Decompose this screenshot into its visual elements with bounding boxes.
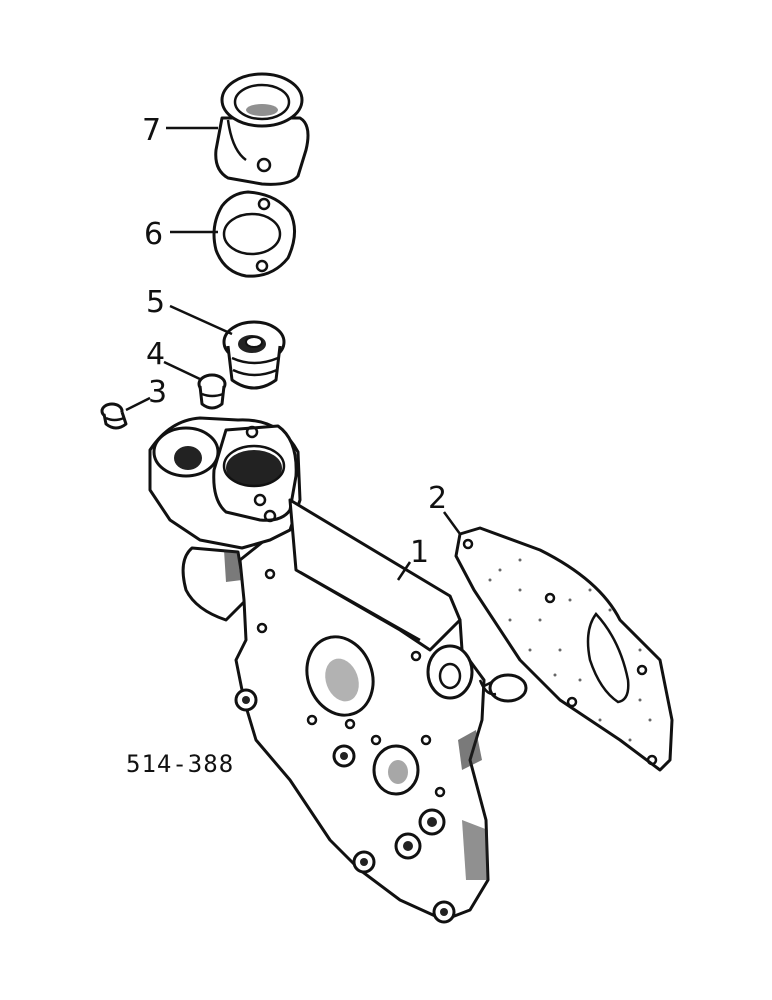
callout-4: 4: [146, 337, 165, 372]
part-3-small-plug: [100, 402, 128, 430]
leader-2: [442, 511, 462, 535]
callout-5: 5: [146, 285, 165, 320]
part-4-plug: [197, 373, 227, 410]
part-1-front-cover: [148, 416, 528, 924]
leader-5: [169, 304, 233, 336]
part-2-gasket-plate: [454, 526, 674, 772]
callout-2: 2: [428, 481, 447, 516]
callout-6: 6: [144, 217, 163, 252]
callout-7: 7: [142, 113, 161, 148]
part-6-gasket: [212, 190, 296, 278]
callout-1: 1: [410, 535, 429, 570]
figure-code: 514-388: [126, 750, 234, 778]
part-5-thermostat: [222, 320, 286, 390]
part-7-outlet-housing: [214, 72, 310, 186]
leader-4: [163, 360, 203, 382]
leader-lines: [125, 126, 462, 581]
leader-1: [396, 561, 412, 581]
callout-3: 3: [148, 375, 167, 410]
leader-3: [125, 396, 151, 412]
